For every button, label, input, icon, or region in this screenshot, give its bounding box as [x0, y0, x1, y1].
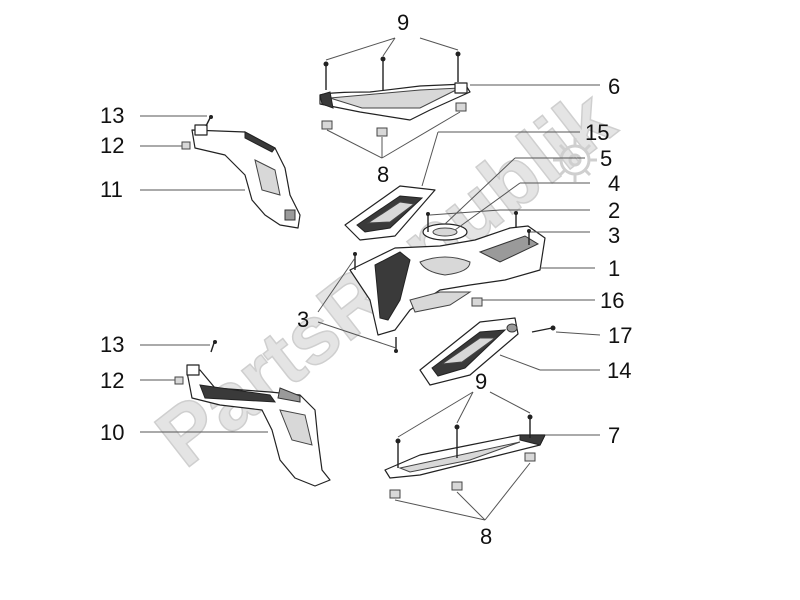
- screw-13-bottom: [210, 340, 217, 353]
- gear-icon: [553, 138, 597, 182]
- screws-9-bottom: [395, 414, 533, 468]
- callout-10: 10: [100, 420, 124, 445]
- callout-9-bottom: 9: [475, 369, 487, 394]
- screw-13-top: [205, 115, 213, 127]
- clips-8-top: [321, 102, 467, 137]
- clip-16: [471, 297, 483, 307]
- part-1-main-panel: [349, 225, 546, 336]
- callout-3-left: 3: [297, 307, 309, 332]
- callout-8-bottom: 8: [480, 524, 492, 549]
- callout-3-right: 3: [608, 223, 620, 248]
- nut-12-bottom: [174, 376, 184, 385]
- part-10-left-panel: [186, 364, 331, 487]
- callout-12-bottom: 12: [100, 368, 124, 393]
- part-7-bottom-panel: [384, 434, 546, 479]
- clips-8-bottom: [389, 452, 536, 499]
- callout-16: 16: [600, 288, 624, 313]
- part-4-cap: [422, 223, 468, 241]
- part-11-left-panel: [191, 124, 301, 229]
- callout-13-bottom: 13: [100, 332, 124, 357]
- nut-12-top: [181, 141, 191, 150]
- callout-11: 11: [100, 177, 123, 202]
- callout-12-top: 12: [100, 133, 124, 158]
- screw-17: [531, 325, 556, 333]
- callout-1: 1: [608, 256, 620, 281]
- part-2-screw: [426, 212, 430, 232]
- screws-9-top: [323, 51, 461, 90]
- leader-lines: [140, 37, 601, 521]
- callout-7: 7: [608, 423, 620, 448]
- part-15-lid: [344, 185, 436, 241]
- callout-8-top: 8: [377, 162, 389, 187]
- callout-2: 2: [608, 198, 620, 223]
- callout-9-top: 9: [397, 10, 409, 35]
- callout-5: 5: [600, 146, 612, 171]
- part-14-lower-lid: [419, 317, 519, 386]
- callout-6: 6: [608, 74, 620, 99]
- callout-14: 14: [607, 358, 631, 383]
- callout-4: 4: [608, 171, 620, 196]
- callout-17: 17: [608, 323, 632, 348]
- part-6-top-panel: [319, 82, 471, 121]
- callout-15: 15: [585, 120, 609, 145]
- callouts: 9 6 8 13 12 11 15 5 4 2 3 1 16 3 17 14 1…: [100, 10, 632, 549]
- callout-13-top: 13: [100, 103, 124, 128]
